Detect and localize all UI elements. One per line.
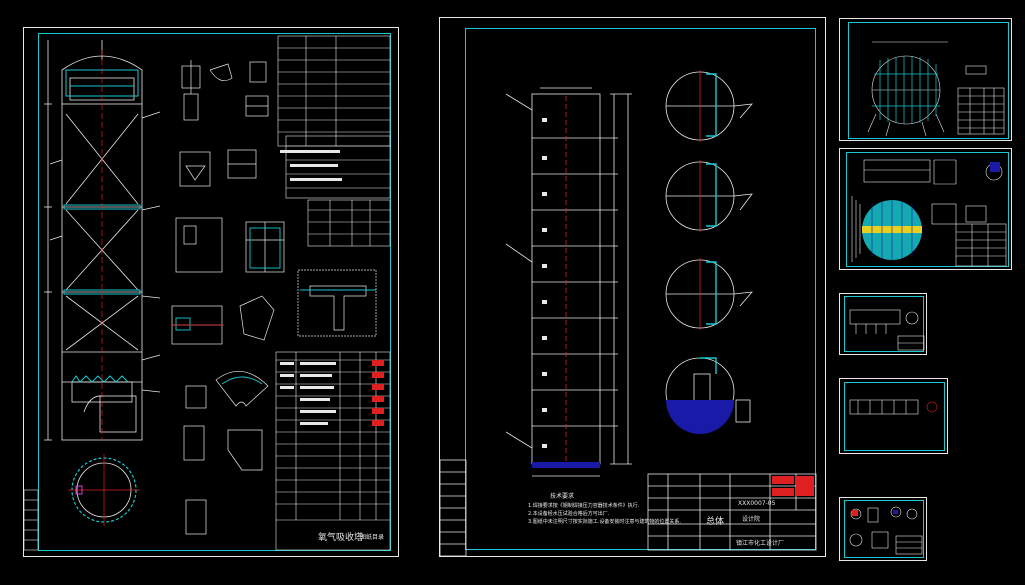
technical-note-1: 1.焊接要求按《钢制焊接压力容器技术条件》执行. [528, 503, 640, 509]
liquid-fill [666, 400, 734, 434]
technical-notes-title: 技术要求 [550, 493, 575, 500]
sheet-1-subtitle: 图纸目录 [360, 534, 385, 541]
drawing-number: XXX0007-05 [738, 500, 776, 507]
drawing-sheet-3[interactable] [839, 18, 1012, 141]
technical-note-3: 3.图纸中未注明尺寸按实际施工.设备安装时注意与建筑物的位置关系. [528, 519, 681, 525]
drawing-sheet-7[interactable] [839, 497, 927, 561]
designer: 设计院 [742, 516, 761, 523]
drawing-sheet-4[interactable] [839, 148, 1012, 270]
drawing-frame-2 [465, 28, 816, 550]
drawing-frame-7 [844, 500, 924, 558]
drawing-frame-1 [38, 33, 391, 551]
drawing-sheet-6[interactable] [839, 378, 948, 454]
drawing-frame-5 [844, 296, 924, 352]
drawing-frame-3 [848, 22, 1009, 139]
sheet-2-title: 总体 [706, 517, 725, 527]
company-name: 镇江市化工设计厂 [736, 540, 785, 547]
drawing-frame-6 [844, 382, 945, 451]
drawing-sheet-5[interactable] [839, 293, 927, 355]
drawing-sheet-2[interactable] [439, 17, 826, 557]
sheet-1-title: 氧气吸收塔 [318, 533, 364, 543]
drawing-sheet-1[interactable] [23, 27, 399, 557]
drawing-frame-4 [846, 152, 1009, 267]
technical-note-2: 2.本设备经水压试验合格后方可出厂. [528, 511, 610, 517]
